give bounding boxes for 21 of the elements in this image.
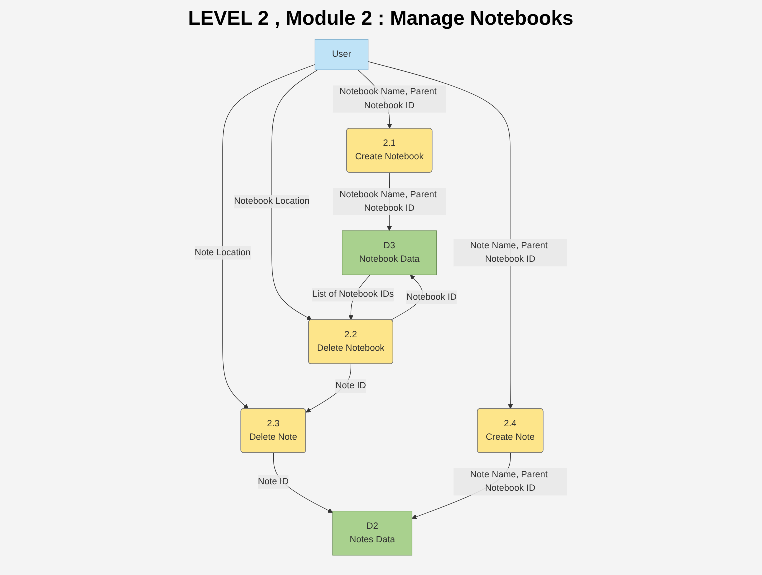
arrow [272,70,318,320]
arrow [368,62,514,410]
process-box: D2 Notes Data [332,511,413,556]
process-box: 2.2 Delete Notebook [308,320,394,364]
arrow [222,64,316,410]
edge-label: Notebook Name, Parent Notebook ID [332,86,446,113]
process-box: 2.1 Create Notebook [346,128,433,173]
edge-label: Note Name, Parent Notebook ID [454,468,568,496]
process-box: User [314,39,369,70]
process-box: D3 Notebook Data [342,230,438,276]
diagram-title: LEVEL 2 , Module 2 : Manage Notebooks [187,8,575,31]
process-box: 2.3 Delete Note [240,408,306,454]
process-box: 2.4 Create Note [477,408,544,454]
edge-label: Note ID [258,475,289,489]
edge-label: Note Name, Parent Notebook ID [454,239,568,267]
edge-label: Note ID [336,380,366,394]
edge-label: List of Notebook IDs [312,288,394,302]
edge-label: Note Location [194,246,251,260]
edge-label: Notebook Name, Parent Notebook ID [332,188,446,216]
edge-label: Notebook Location [234,195,310,209]
edge-label: Notebook ID [406,290,457,304]
